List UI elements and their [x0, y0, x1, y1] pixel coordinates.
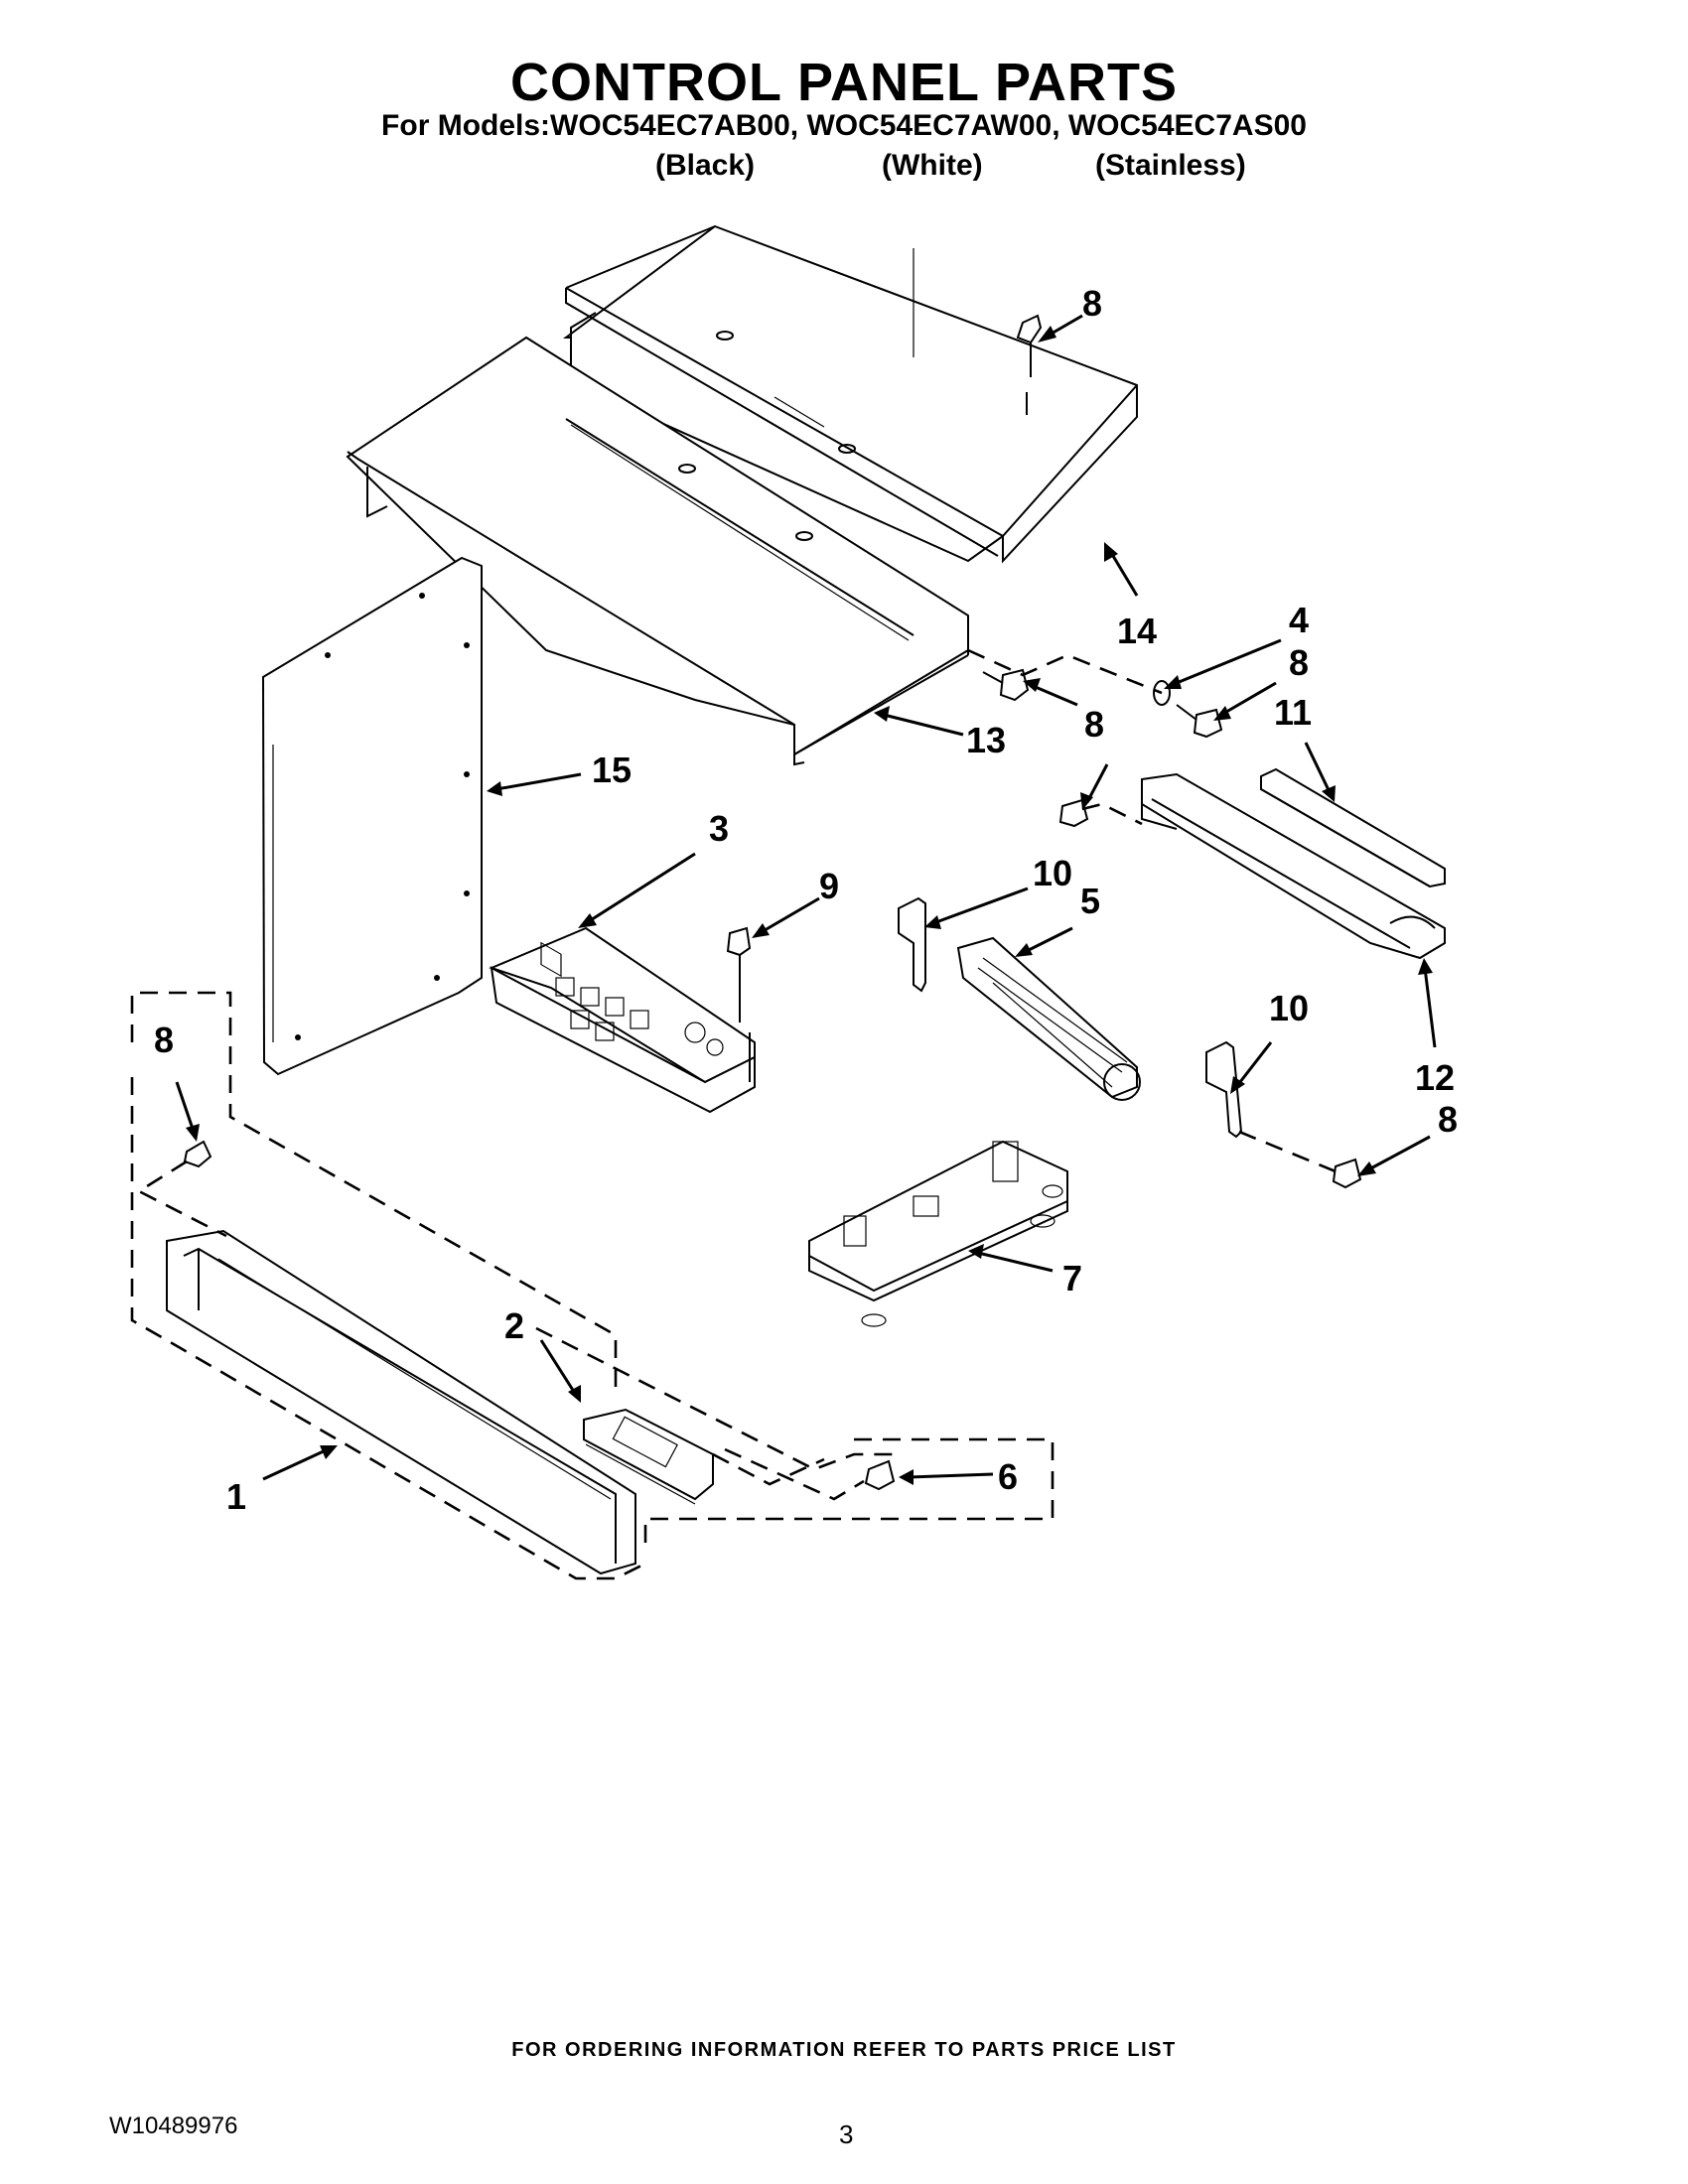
screw-8-left [183, 1140, 212, 1168]
arrow-8-left [175, 1081, 200, 1142]
variant-black: (Black) [655, 149, 756, 182]
callout-8-top: 8 [1082, 283, 1102, 324]
document-number: W10489976 [109, 2113, 238, 2139]
screw-8-fan [1332, 1158, 1362, 1189]
arrow-10a [924, 887, 1029, 929]
callout-9: 9 [819, 866, 839, 906]
arrow-6 [899, 1469, 994, 1485]
callout-2: 2 [504, 1305, 524, 1346]
callout-8-panel: 8 [1084, 704, 1104, 745]
part-14-upper-cover [562, 224, 1138, 564]
arrow-7 [968, 1244, 1054, 1273]
page-title: CONTROL PANEL PARTS [509, 53, 1179, 112]
arrow-8-panel [1023, 678, 1078, 707]
part-2-display-board [583, 1408, 714, 1505]
arrow-4 [1164, 638, 1282, 689]
arrow-15 [487, 772, 582, 796]
assembly-dashed-lines [130, 648, 1336, 1580]
callout-8-left: 8 [154, 1020, 174, 1060]
models-line: For Models:WOC54EC7AB00, WOC54EC7AW00, W… [381, 109, 1307, 142]
part-3-control-board [489, 926, 756, 1114]
part-12-bracket [1141, 772, 1446, 960]
screw-9 [726, 926, 752, 1082]
screw-8-top [1016, 314, 1043, 415]
arrow-3 [578, 852, 696, 928]
screw-8-panel [982, 668, 1030, 702]
arrow-2 [539, 1339, 581, 1403]
arrow-1 [262, 1445, 338, 1481]
part-15-side-panel [261, 556, 483, 1076]
callout-3: 3 [709, 808, 729, 849]
arrow-8-top [1038, 314, 1083, 342]
part-10-bracket-a [898, 896, 926, 993]
callout-14: 14 [1117, 611, 1157, 651]
part-11-strip [1260, 767, 1446, 888]
callout-8-fan: 8 [1438, 1099, 1458, 1140]
callout-10-lower: 10 [1269, 988, 1309, 1028]
part-10-bracket-b [1205, 1040, 1243, 1139]
arrow-11 [1304, 742, 1336, 802]
callout-12: 12 [1415, 1057, 1455, 1098]
ordering-note: FOR ORDERING INFORMATION REFER TO PARTS … [511, 2039, 1177, 2061]
arrow-8-fan [1357, 1135, 1431, 1176]
arrow-8-right [1213, 681, 1277, 721]
callout-8-right: 8 [1289, 642, 1309, 683]
part-5-blower-fan [956, 936, 1141, 1101]
callout-7: 7 [1062, 1258, 1082, 1298]
leader-arrows [175, 314, 1437, 1485]
arrow-10b [1230, 1041, 1273, 1094]
arrow-12 [1418, 958, 1437, 1048]
callout-11: 11 [1274, 692, 1312, 733]
callout-4: 4 [1289, 600, 1309, 640]
callout-15: 15 [592, 750, 632, 790]
arrow-5 [1015, 926, 1073, 957]
part-7-lower-board [808, 1140, 1068, 1327]
part-1-front-trim [166, 1229, 636, 1575]
arrow-13 [874, 706, 964, 737]
callout-10-upper: 10 [1033, 853, 1072, 893]
arrow-14 [1104, 542, 1139, 597]
page-number: 3 [839, 2119, 854, 2149]
variant-stainless: (Stainless) [1095, 149, 1246, 182]
callout-6: 6 [998, 1456, 1018, 1497]
callout-5: 5 [1080, 881, 1100, 921]
callout-1: 1 [226, 1476, 246, 1517]
arrow-9 [752, 896, 820, 938]
callout-labels: 8 14 4 8 11 8 13 15 3 9 10 5 10 12 8 8 7… [154, 283, 1458, 1517]
part-13-panel-box [346, 336, 969, 766]
arrow-8-bracket [1080, 763, 1109, 810]
screw-8-right [1176, 704, 1223, 739]
variant-white: (White) [882, 149, 983, 182]
callout-13: 13 [966, 720, 1006, 760]
screw-6 [864, 1459, 896, 1491]
screw-8-bracket [1058, 798, 1089, 828]
